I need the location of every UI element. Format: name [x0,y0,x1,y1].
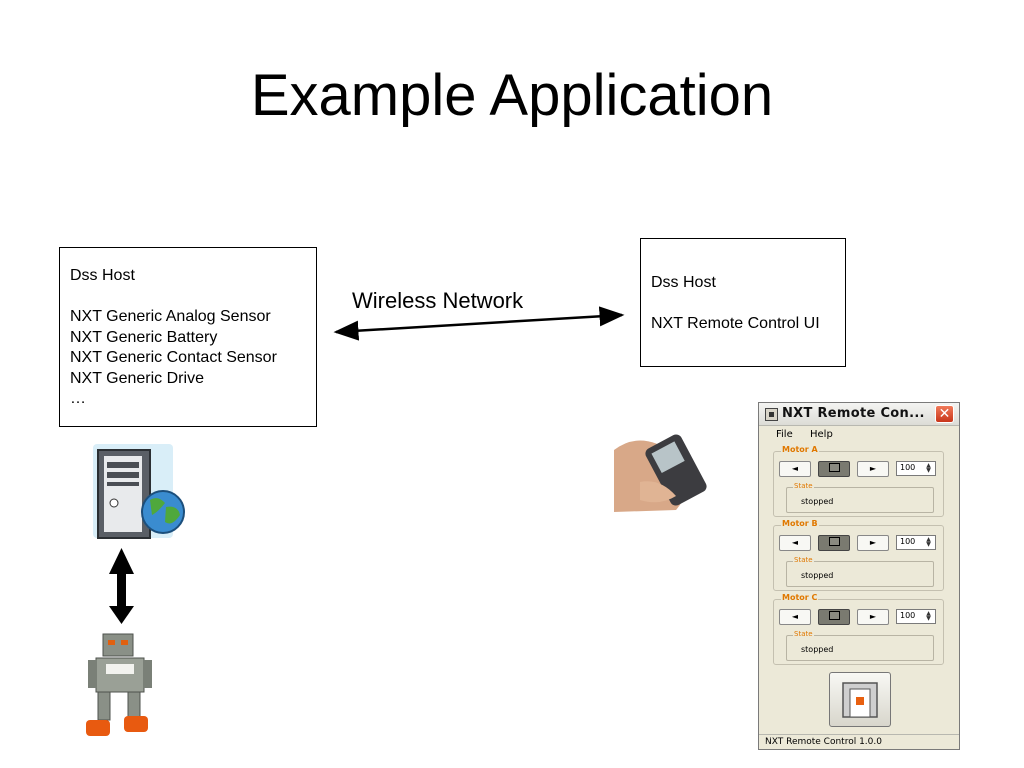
dss-host-box-right: Dss Host NXT Remote Control UI [640,238,846,367]
spin-arrows-icon[interactable]: ▲▼ [926,610,931,622]
box-line: … [70,390,86,407]
speed-value: 100 [900,537,916,546]
state-label: State [793,482,814,490]
motor-a-speed-stepper[interactable]: 100 ▲▼ [896,461,936,476]
stop-icon [828,611,840,620]
state-label: State [793,556,814,564]
box-line [70,287,306,308]
motor-c-stop-button[interactable] [818,609,850,625]
motor-b-state-box: State stopped [786,556,934,587]
motor-b-group: Motor B ◄ ► 100 ▲▼ State stopped [773,519,944,591]
motor-a-back-button[interactable]: ◄ [779,461,811,477]
speed-value: 100 [900,611,916,620]
wireless-arrow [333,306,625,341]
resize-grip-icon[interactable]: ⋰ [765,737,772,745]
window-title: NXT Remote Con... [782,406,925,421]
nxt-robot-icon [86,633,152,736]
handheld-phone-icon [614,434,707,512]
motor-a-stop-button[interactable] [818,461,850,477]
state-value: stopped [801,497,834,506]
spin-arrows-icon[interactable]: ▲▼ [926,462,931,474]
nxt-remote-window: NXT Remote Con... ✕ File Help Motor A ◄ … [758,402,960,750]
status-text: NXT Remote Control 1.0.0 [765,737,882,747]
motor-c-back-button[interactable]: ◄ [779,609,811,625]
motor-a-forward-button[interactable]: ► [857,461,889,477]
motor-c-group: Motor C ◄ ► 100 ▲▼ State stopped [773,593,944,665]
menu-file[interactable]: File [776,429,793,440]
speed-value: 100 [900,463,916,472]
menu-help[interactable]: Help [810,429,833,440]
nxt-brick-icon [842,682,878,718]
motor-b-forward-button[interactable]: ► [857,535,889,551]
motor-a-group: Motor A ◄ ► 100 ▲▼ State stopped [773,445,944,517]
box-line: NXT Generic Drive [70,369,204,387]
state-value: stopped [801,645,834,654]
box-line: NXT Generic Analog Sensor [70,308,271,325]
status-bar: NXT Remote Control 1.0.0 ⋰ [759,734,959,750]
box-line: NXT Remote Control UI [651,315,820,332]
motor-c-forward-button[interactable]: ► [857,609,889,625]
motor-c-state-box: State stopped [786,630,934,661]
box-line: NXT Generic Battery [70,328,218,346]
server-globe-icon [93,444,185,539]
slide-title: Example Application [250,63,774,128]
stop-icon [828,537,840,546]
wireless-network-label: Wireless Network [352,288,524,313]
motor-c-speed-stepper[interactable]: 100 ▲▼ [896,609,936,624]
state-value: stopped [801,571,834,580]
close-icon[interactable]: ✕ [935,405,954,423]
spin-arrows-icon[interactable]: ▲▼ [926,536,931,548]
motor-c-title: Motor C [781,593,819,602]
box-line: NXT Generic Contact Sensor [70,349,277,366]
stop-icon [828,463,840,472]
box-line [651,294,835,315]
state-label: State [793,630,814,638]
window-titlebar[interactable]: NXT Remote Con... ✕ [759,403,959,426]
motor-b-speed-stepper[interactable]: 100 ▲▼ [896,535,936,550]
motor-b-back-button[interactable]: ◄ [779,535,811,551]
motor-a-state-box: State stopped [786,482,934,513]
motor-b-title: Motor B [781,519,819,528]
motor-b-stop-button[interactable] [818,535,850,551]
double-arrow-icon [109,548,134,624]
motor-a-title: Motor A [781,445,819,454]
menu-bar: File Help [759,427,959,443]
dss-host-box-left: Dss Host NXT Generic Analog Sensor NXT G… [59,247,317,427]
nxt-brick-button[interactable] [829,672,891,727]
app-icon [765,408,778,421]
box-line: Dss Host [70,267,135,284]
box-line: Dss Host [651,274,716,291]
